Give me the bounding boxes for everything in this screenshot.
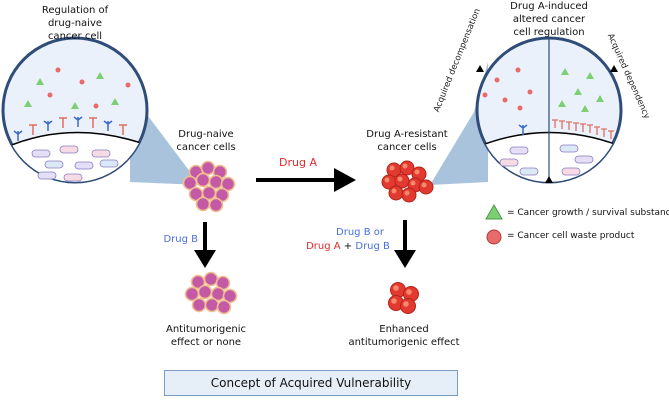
right-outcome-label: Enhanced antitumorigenic effect bbox=[348, 324, 460, 348]
resistant-cells-label: Drug A-resistant cancer cells bbox=[366, 129, 448, 153]
marker-up-bottom bbox=[545, 176, 553, 183]
resistant-cells-after-treatment bbox=[388, 282, 419, 314]
legend-circle-label: = Cancer cell waste product bbox=[507, 231, 635, 241]
resistant-cell-cluster bbox=[381, 160, 434, 203]
drug-b-or-label: Drug B or bbox=[320, 226, 400, 239]
arrow-down-left bbox=[194, 222, 216, 268]
legend-circle-icon bbox=[486, 229, 502, 245]
left-outcome-label: Antitumorigenic effect or none bbox=[166, 324, 246, 348]
drug-b-text: Drug B bbox=[355, 241, 390, 252]
arrow-down-right bbox=[394, 220, 416, 268]
caption-text: Concept of Acquired Vulnerability bbox=[210, 376, 412, 390]
zoom-wedge-left bbox=[130, 62, 200, 185]
drug-a-label: Drug A bbox=[279, 156, 317, 169]
legend-triangle-label: = Cancer growth / survival substance bbox=[507, 208, 669, 218]
drug-b-or-text: Drug B or bbox=[336, 227, 384, 238]
drug-b-left-label: Drug B bbox=[163, 234, 198, 245]
right-circle-title: Drug A-induced altered cancer cell regul… bbox=[510, 1, 588, 38]
naive-cells-after-drug-b bbox=[184, 271, 238, 315]
plus-text: + bbox=[343, 241, 353, 252]
arrow-drug-a bbox=[256, 168, 356, 192]
caption-box: Concept of Acquired Vulnerability bbox=[164, 370, 458, 396]
altered-regulation-circle bbox=[475, 36, 623, 184]
drug-a-plus-b-label: Drug A + Drug B bbox=[296, 240, 400, 253]
naive-cells-label: Drug-naive cancer cells bbox=[176, 129, 236, 153]
zoom-wedge-right bbox=[430, 62, 488, 185]
drug-a-text: Drug A bbox=[306, 241, 341, 252]
legend-triangle-icon bbox=[485, 203, 503, 220]
naive-cell-cluster bbox=[182, 160, 236, 213]
marker-up-right bbox=[610, 65, 618, 72]
left-circle-title: Regulation of drug-naive cancer cell bbox=[41, 5, 109, 42]
marker-up-left bbox=[476, 65, 484, 72]
